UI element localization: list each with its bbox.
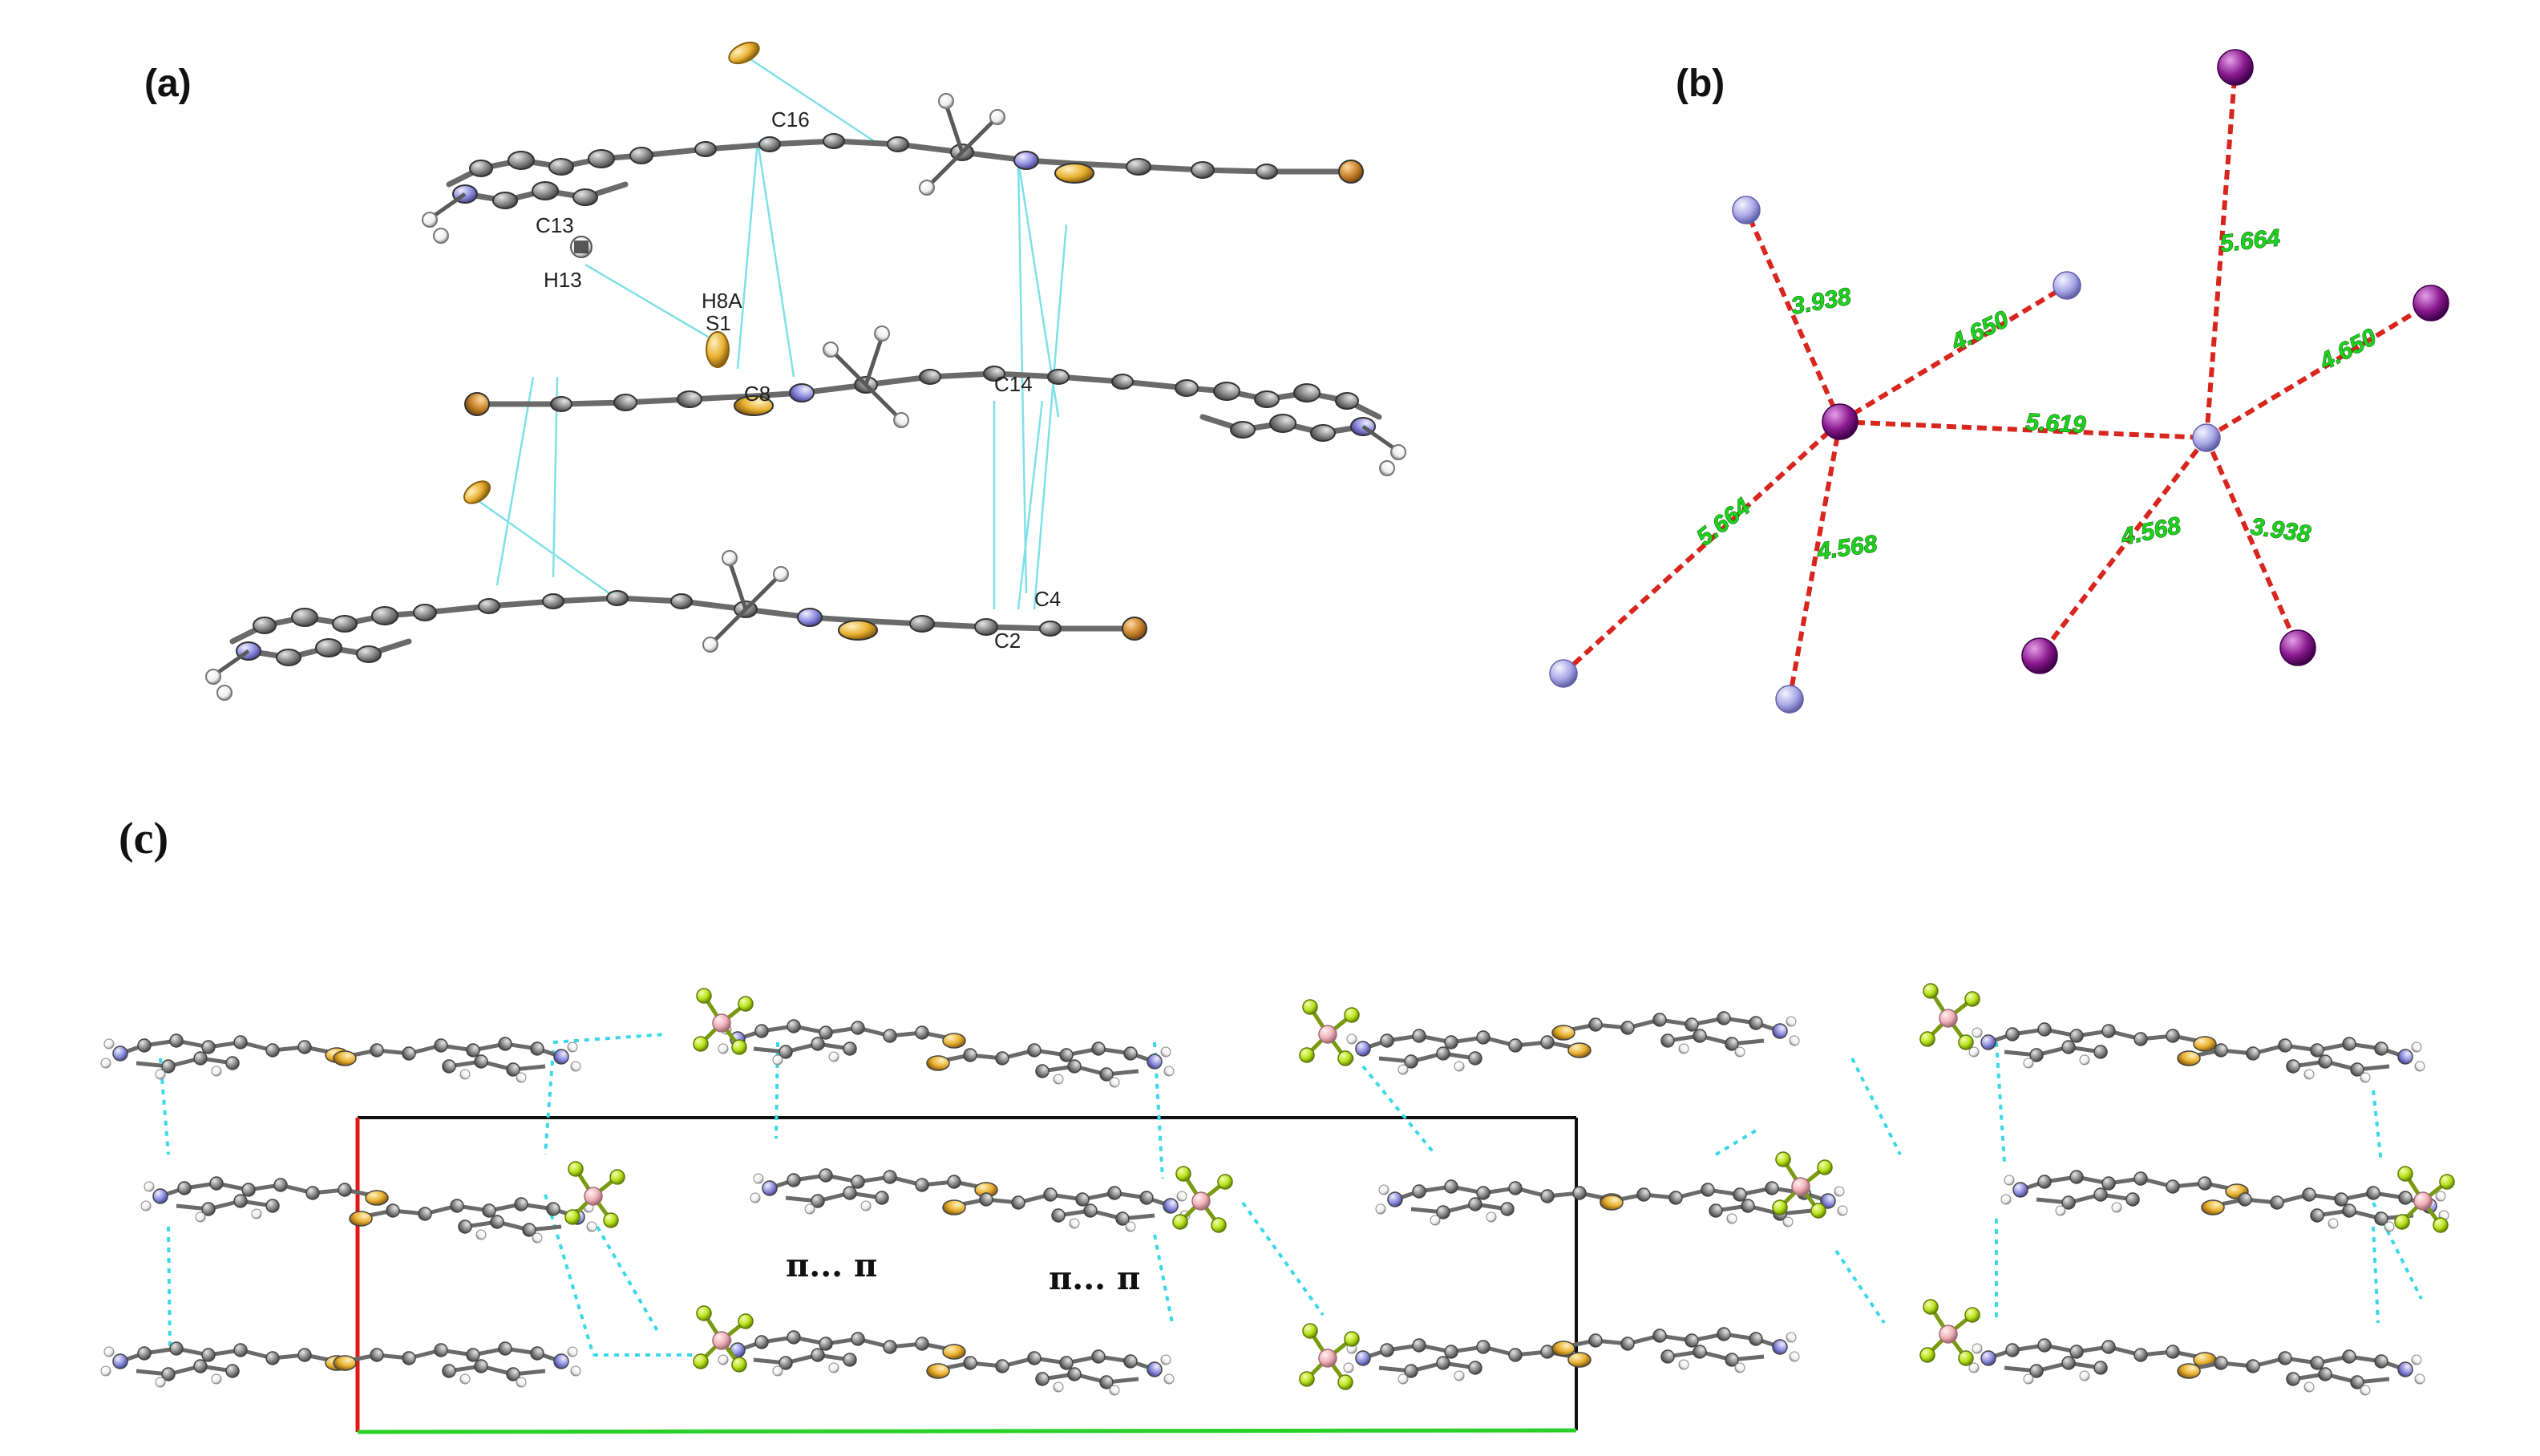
- row1-cations: [101, 1012, 2425, 1087]
- pi-stacking-label-2: π... π: [1049, 1260, 1140, 1297]
- panel-b-label: (b): [1676, 63, 1725, 105]
- label-h8a: H8A: [702, 289, 742, 313]
- centroid-purple-1: [2217, 49, 2254, 86]
- molecule-middle: [465, 326, 1405, 475]
- panel-c-contacts: [159, 1033, 2423, 1357]
- row2-cations: [141, 1169, 2449, 1243]
- panel-c-label: (c): [119, 814, 168, 863]
- label-h13: H13: [544, 268, 582, 292]
- label-c13: C13: [536, 213, 574, 237]
- centroid-lavender-4: [1775, 685, 1804, 714]
- centroid-lavender-center: [2192, 423, 2221, 452]
- label-c8: C8: [744, 382, 770, 406]
- unit-cell: [355, 1116, 1578, 1434]
- distance-label-8: 4.568: [2118, 512, 2184, 551]
- centroid-lavender-3: [1549, 659, 1578, 688]
- label-s1: S1: [706, 311, 731, 335]
- panel-a: (a): [144, 41, 1405, 700]
- sulfur-atom-s1: [706, 331, 730, 368]
- distance-label-5: 4.568: [1814, 531, 1879, 565]
- distance-label-1: 3.938: [1789, 283, 1853, 320]
- distance-label-7: 4.650: [2315, 324, 2381, 376]
- pi-stacking-label-1: π... π: [786, 1247, 877, 1284]
- centroid-purple-2: [2413, 285, 2449, 322]
- distance-label-4: 5.664: [1692, 493, 1756, 551]
- label-c14: C14: [994, 372, 1033, 396]
- label-c2: C2: [994, 629, 1021, 653]
- centroid-purple-center: [1822, 403, 1858, 440]
- h13-marker: [574, 241, 588, 253]
- distance-label-2: 4.650: [1947, 306, 2013, 357]
- panel-b-distance-lines: [1561, 67, 2433, 700]
- centroid-lavender-2: [2053, 271, 2081, 300]
- panel-b-centroids: [1549, 49, 2449, 714]
- panel-a-label: (a): [144, 63, 192, 105]
- centroid-purple-4: [2279, 629, 2316, 666]
- label-c16: C16: [771, 107, 810, 131]
- centroid-purple-3: [2021, 637, 2058, 674]
- panel-b: (b) 3.938 4.650 5.619 5.664: [1549, 49, 2449, 714]
- distance-label-6: 5.664: [2218, 224, 2281, 257]
- distance-label-9: 3.938: [2249, 513, 2312, 548]
- row3-cations: [101, 1328, 2425, 1395]
- sulfur-atom-top: [728, 41, 760, 65]
- label-c4: C4: [1034, 587, 1061, 611]
- panel-c: (c): [101, 814, 2454, 1434]
- centroid-lavender-1: [1732, 196, 1761, 224]
- distance-label-3: 5.619: [2025, 409, 2087, 439]
- molecule-bottom: [206, 551, 1147, 700]
- sulfur-atom-bottom: [463, 480, 491, 504]
